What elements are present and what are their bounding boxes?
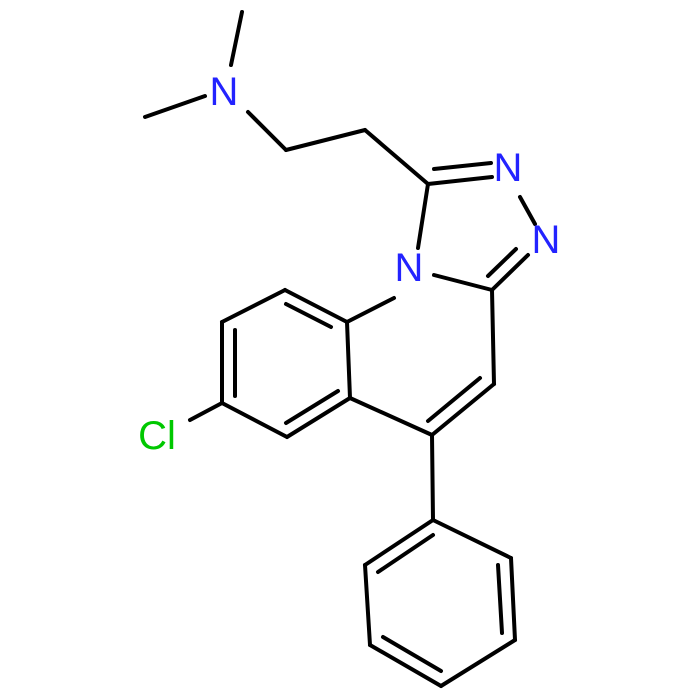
bond-n3-c3a — [490, 253, 530, 292]
bond-c3a-c4 — [490, 288, 496, 386]
atom-label-chlorine: Cl — [138, 414, 176, 458]
bond-n3-c3a-double — [486, 247, 518, 278]
bond-c5-c5a — [348, 396, 434, 437]
bond-ph-3-4-double — [381, 635, 443, 673]
bond-n2-n3 — [518, 195, 537, 226]
bond-ph-6-1 — [431, 518, 513, 560]
bond-c9a-nfused — [345, 296, 396, 324]
bond-c4-c5 — [430, 382, 496, 437]
bond-ph-1-2-double — [376, 533, 435, 574]
bond-c7-cl — [188, 401, 224, 422]
bond-c3a-nfused — [432, 273, 494, 292]
bond-ph-3-4 — [368, 643, 443, 688]
bond-c4-c5-double — [426, 376, 482, 423]
bond-c7-c6 — [220, 401, 289, 439]
bond-methyl-1 — [229, 10, 244, 67]
bond-c1-n2-double — [432, 161, 493, 171]
bond-c9a-c9-double — [284, 302, 333, 329]
atom-label-n-triazole-1: N — [494, 146, 523, 190]
atom-label-n-triazole-2: N — [532, 218, 561, 262]
bond-ch2-ch2 — [284, 128, 367, 152]
bond-amine-ch2 — [246, 110, 288, 152]
bond-ph-5-6-double — [496, 563, 504, 635]
bond-ph-5-6 — [509, 556, 517, 642]
bond-c5a-c9a — [345, 320, 352, 400]
bond-c9a-c9 — [283, 288, 349, 324]
bond-c6-c5a-double — [284, 389, 340, 425]
bond-ph-1-2 — [363, 518, 435, 567]
bond-c1-n2 — [426, 175, 494, 186]
bond-nfused-c1 — [416, 182, 430, 250]
bond-methyl-2 — [143, 94, 207, 119]
bond-ph-2-3 — [363, 563, 372, 647]
bond-ph-4-5 — [439, 638, 517, 688]
atom-label-n-fused: N — [395, 246, 424, 290]
bond-c6-c5a — [285, 396, 352, 439]
bond-c5-phenyl — [430, 433, 435, 522]
bond-ch2-c1 — [363, 128, 430, 186]
bond-c9-c8 — [220, 288, 287, 324]
atom-label-n-amine: N — [210, 70, 239, 114]
